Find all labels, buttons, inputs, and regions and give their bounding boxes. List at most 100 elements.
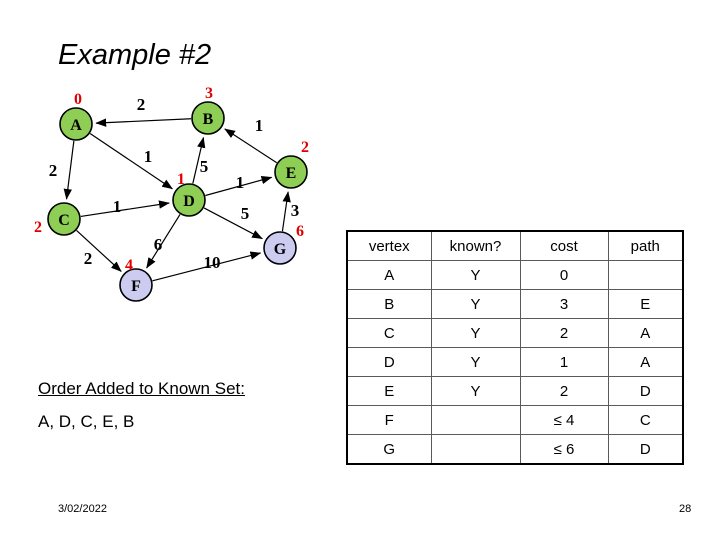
graph-node-e[interactable]: E bbox=[274, 155, 308, 189]
graph-node-a[interactable]: A bbox=[59, 107, 93, 141]
edge-weight-f-g: 10 bbox=[204, 253, 221, 272]
node-label-d: D bbox=[183, 193, 195, 210]
cell-known-a: Y bbox=[430, 260, 521, 290]
graph-node-d[interactable]: D bbox=[172, 183, 206, 217]
cell-path-a bbox=[607, 260, 684, 290]
edge-f-to-g bbox=[152, 251, 262, 282]
cell-known-b: Y bbox=[430, 289, 521, 319]
edges-group bbox=[63, 118, 291, 282]
node-circle-g bbox=[263, 231, 297, 265]
node-label-b: B bbox=[203, 111, 214, 128]
edge-weight-a-c: 2 bbox=[49, 161, 58, 180]
node-cost-label-g: 6 bbox=[296, 223, 304, 240]
edge-weight-d-b: 5 bbox=[200, 157, 209, 176]
cell-cost-b: 3 bbox=[519, 289, 609, 319]
cell-path-d: A bbox=[607, 347, 684, 377]
edge-d-to-f bbox=[146, 214, 181, 269]
edge-weight-d-g: 5 bbox=[241, 204, 250, 223]
node-circle-c bbox=[47, 202, 81, 236]
cell-cost-a: 0 bbox=[519, 260, 609, 290]
cell-vertex-d: D bbox=[346, 347, 432, 377]
node-circle-a bbox=[59, 107, 93, 141]
table-header-vertex: vertex bbox=[346, 230, 432, 261]
node-cost-label-c: 2 bbox=[34, 219, 42, 236]
cell-vertex-g: G bbox=[346, 434, 432, 465]
edge-b-to-a bbox=[95, 118, 192, 127]
cell-cost-g: ≤ 6 bbox=[519, 434, 609, 465]
footer-page-number: 28 bbox=[679, 503, 692, 515]
node-label-e: E bbox=[286, 165, 297, 182]
cell-cost-d: 1 bbox=[519, 347, 609, 377]
graph-node-c[interactable]: C bbox=[47, 202, 81, 236]
node-circle-b bbox=[191, 101, 225, 135]
edge-e-to-b bbox=[224, 128, 278, 164]
node-cost-labels-group: 0 3 2 1 2 4 6 bbox=[34, 85, 309, 274]
cell-vertex-f: F bbox=[346, 405, 432, 435]
page-title: Example #2 bbox=[58, 39, 212, 71]
node-circle-e bbox=[274, 155, 308, 189]
node-cost-label-f: 4 bbox=[125, 257, 133, 274]
edge-c-to-d bbox=[80, 200, 170, 218]
cell-cost-f: ≤ 4 bbox=[519, 405, 609, 435]
graph-node-g[interactable]: G bbox=[263, 231, 297, 265]
cell-vertex-b: B bbox=[346, 289, 432, 319]
order-added-sequence: A, D, C, E, B bbox=[38, 412, 135, 431]
cell-known-c: Y bbox=[430, 318, 521, 348]
edge-weight-d-e: 1 bbox=[236, 173, 245, 192]
node-cost-label-e: 2 bbox=[301, 139, 309, 156]
edge-a-to-c bbox=[63, 140, 75, 200]
graph-svg: 2 2 1 5 1 1 1 5 3 6 2 10 A B C D E F G 0 3 2 1 2 4 6 bbox=[34, 85, 309, 302]
cell-known-f bbox=[430, 405, 521, 435]
edge-g-to-e bbox=[281, 191, 291, 232]
edge-d-to-e bbox=[205, 175, 273, 197]
node-label-c: C bbox=[58, 212, 70, 229]
nodes-group: A B C D E F G bbox=[47, 101, 308, 302]
cell-path-b: E bbox=[607, 289, 684, 319]
footer-date: 3/02/2022 bbox=[58, 503, 107, 515]
graph-node-b[interactable]: B bbox=[191, 101, 225, 135]
node-circle-f bbox=[119, 268, 153, 302]
edge-d-to-g bbox=[203, 207, 263, 240]
cell-known-d: Y bbox=[430, 347, 521, 377]
edge-weight-e-b: 1 bbox=[255, 116, 264, 135]
table-header-cost: cost bbox=[519, 230, 609, 261]
graph-node-f[interactable]: F bbox=[119, 268, 153, 302]
edge-weight-c-d: 1 bbox=[113, 197, 122, 216]
edge-weight-d-f: 6 bbox=[154, 235, 163, 254]
node-cost-label-b: 3 bbox=[205, 85, 213, 102]
edge-weight-b-a: 2 bbox=[137, 95, 146, 114]
node-cost-label-a: 0 bbox=[74, 91, 82, 108]
table-header-path: path bbox=[607, 230, 684, 261]
edge-c-to-f bbox=[76, 230, 122, 272]
edge-weight-a-d: 1 bbox=[144, 147, 153, 166]
edge-weight-c-f: 2 bbox=[84, 249, 93, 268]
node-label-g: G bbox=[274, 241, 287, 258]
cell-path-c: A bbox=[607, 318, 684, 348]
cell-known-g bbox=[430, 434, 521, 465]
cell-vertex-c: C bbox=[346, 318, 432, 348]
cell-known-e: Y bbox=[430, 376, 521, 406]
cell-cost-c: 2 bbox=[519, 318, 609, 348]
node-label-f: F bbox=[131, 278, 141, 295]
cell-vertex-a: A bbox=[346, 260, 432, 290]
cell-cost-e: 2 bbox=[519, 376, 609, 406]
order-added-heading: Order Added to Known Set: bbox=[38, 379, 245, 398]
edge-weight-labels-group: 2 2 1 5 1 1 1 5 3 6 2 10 bbox=[49, 95, 300, 272]
edge-a-to-d bbox=[89, 132, 173, 190]
cell-path-f: C bbox=[607, 405, 684, 435]
edge-d-to-b bbox=[192, 136, 206, 184]
cell-path-e: D bbox=[607, 376, 684, 406]
node-label-a: A bbox=[70, 117, 82, 134]
graph-diagram: 2 2 1 5 1 1 1 5 3 6 2 10 A B C D E F G 0 3 2 1 2 4 6 bbox=[0, 0, 340, 330]
edge-weight-g-e: 3 bbox=[291, 201, 300, 220]
